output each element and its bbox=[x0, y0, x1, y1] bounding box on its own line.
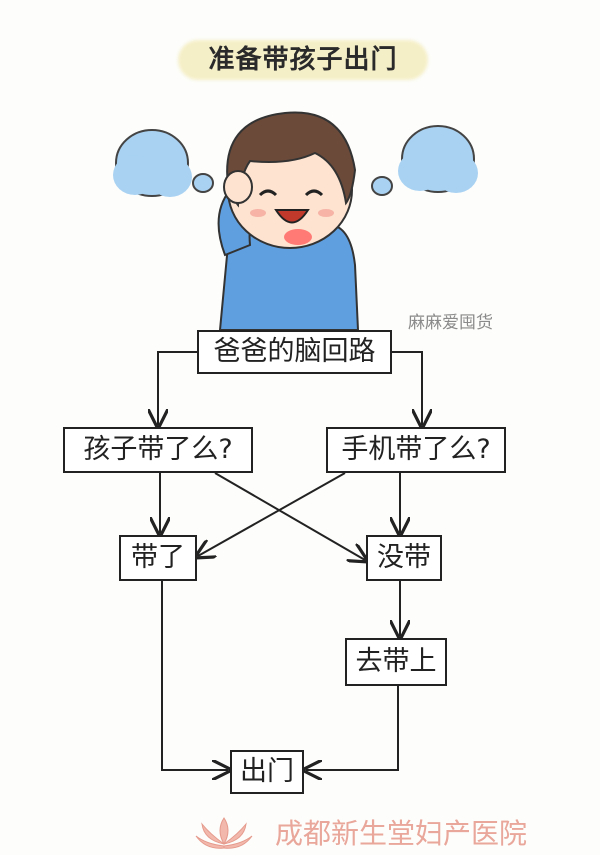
hospital-name: 成都新生堂妇产医院 bbox=[275, 817, 528, 850]
node-question-phone: 手机带了么? bbox=[326, 427, 506, 473]
boy-figure bbox=[217, 111, 360, 330]
watermark-text: 麻麻爱囤货 bbox=[408, 313, 493, 333]
title-highlight bbox=[178, 40, 428, 80]
node-go-get: 去带上 bbox=[345, 638, 447, 686]
page-title: 准备带孩子出门 bbox=[208, 45, 398, 75]
node-brought: 带了 bbox=[119, 535, 197, 581]
cloud-right-icon bbox=[371, 125, 478, 196]
lotus-logo-icon bbox=[195, 817, 253, 849]
boy-illustration bbox=[113, 111, 478, 330]
node-not-brought: 没带 bbox=[366, 535, 442, 581]
node-go-out: 出门 bbox=[230, 750, 304, 794]
cloud-left-icon bbox=[113, 129, 214, 197]
node-root: 爸爸的脑回路 bbox=[197, 330, 392, 374]
node-question-child: 孩子带了么? bbox=[63, 427, 253, 473]
